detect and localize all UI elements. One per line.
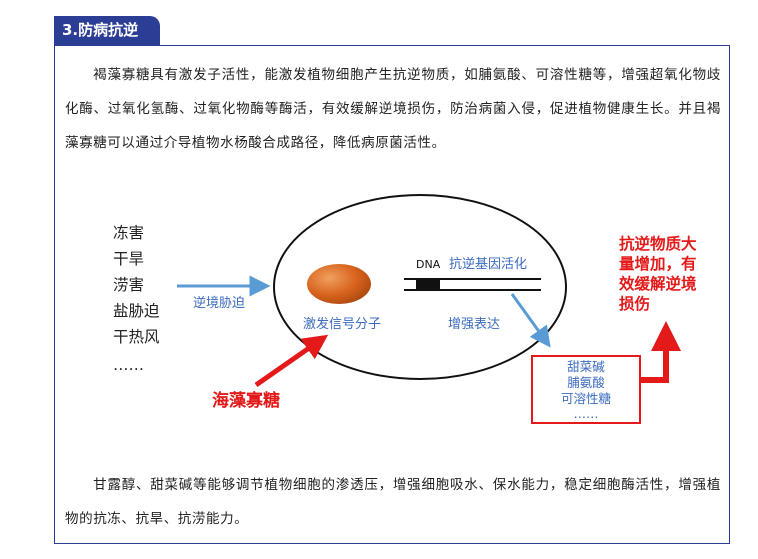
signal-label: 激发信号分子 bbox=[303, 316, 381, 332]
signal-molecule bbox=[307, 264, 371, 304]
paragraph-2: 甘露醇、甜菜碱等能够调节植物细胞的渗透压，增强细胞吸水、保水能力，稳定细胞酶活性… bbox=[65, 468, 721, 536]
product-item: …… bbox=[574, 406, 599, 421]
stress-item: …… bbox=[113, 356, 144, 374]
gene-label: 抗逆基因活化 bbox=[449, 256, 527, 272]
result-arrow bbox=[640, 321, 681, 383]
expression-label: 增强表达 bbox=[448, 317, 500, 332]
section-title-tab: 3.防病抗逆 bbox=[54, 16, 160, 45]
stress-list: 冻害 干旱 涝害 盐胁迫 干热风 …… bbox=[113, 224, 160, 374]
result-text: 抗逆物质大 量增加，有 效缓解逆境 损伤 bbox=[619, 234, 697, 313]
stress-item: 干热风 bbox=[113, 328, 160, 346]
expression-arrow bbox=[510, 293, 551, 348]
stress-item: 盐胁迫 bbox=[113, 302, 160, 320]
product-item: 脯氨酸 bbox=[567, 375, 605, 390]
paragraph-2-text: 甘露醇、甜菜碱等能够调节植物细胞的渗透压，增强细胞吸水、保水能力，稳定细胞酶活性… bbox=[65, 477, 721, 527]
content-box: 褐藻寡糖具有激发子活性，能激发植物细胞产生抗逆物质，如脯氨酸、可溶性糖等，增强超… bbox=[54, 45, 730, 544]
dna-label: DNA bbox=[416, 258, 441, 271]
seaweed-label: 海藻寡糖 bbox=[212, 390, 280, 411]
result-line: 量增加，有 bbox=[619, 254, 697, 273]
section-title: 3.防病抗逆 bbox=[62, 21, 139, 39]
gene-segment bbox=[416, 280, 440, 289]
result-line: 效缓解逆境 bbox=[619, 274, 697, 293]
products-box bbox=[531, 355, 641, 424]
stress-item: 涝害 bbox=[113, 276, 144, 294]
products-list: 甜菜碱 脯氨酸 可溶性糖 …… bbox=[561, 359, 612, 421]
product-item: 甜菜碱 bbox=[567, 359, 605, 374]
result-line: 损伤 bbox=[619, 294, 650, 313]
paragraph-1: 褐藻寡糖具有激发子活性，能激发植物细胞产生抗逆物质，如脯氨酸、可溶性糖等，增强超… bbox=[65, 58, 721, 160]
stress-item: 干旱 bbox=[113, 250, 144, 268]
stress-arrow-label: 逆境胁迫 bbox=[193, 295, 245, 311]
stress-item: 冻害 bbox=[113, 224, 144, 242]
product-item: 可溶性糖 bbox=[561, 391, 612, 406]
seaweed-arrow bbox=[254, 334, 329, 388]
result-line: 抗逆物质大 bbox=[619, 234, 697, 253]
paragraph-1-text: 褐藻寡糖具有激发子活性，能激发植物细胞产生抗逆物质，如脯氨酸、可溶性糖等，增强超… bbox=[65, 67, 721, 151]
